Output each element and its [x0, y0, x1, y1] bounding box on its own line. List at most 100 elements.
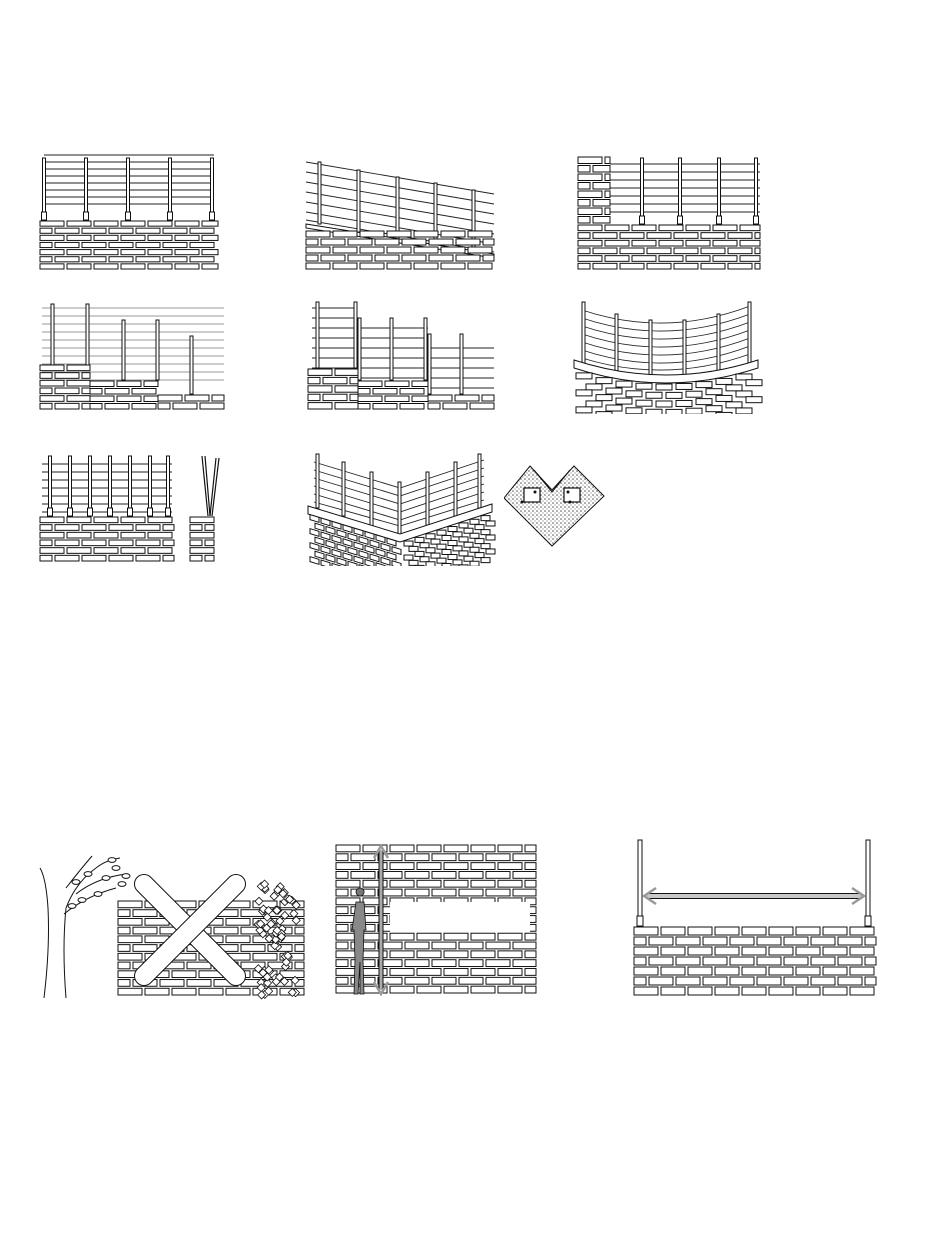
brick — [576, 407, 592, 413]
panel-stepped-wall-tall-posts — [306, 298, 498, 414]
post-base — [84, 212, 89, 220]
brick — [428, 395, 452, 401]
brick — [417, 969, 441, 976]
brick — [459, 537, 468, 542]
brick — [417, 933, 441, 940]
brick — [295, 927, 304, 934]
brick — [351, 854, 375, 861]
brick — [306, 231, 330, 237]
brick — [823, 987, 847, 995]
brick — [769, 967, 793, 975]
brick — [308, 394, 320, 400]
brick — [796, 927, 820, 935]
brick — [498, 969, 522, 976]
brick — [686, 240, 710, 246]
brick — [405, 871, 429, 878]
fence-on-sloped-wall-icon — [302, 150, 497, 272]
brick — [109, 257, 133, 262]
brick — [365, 559, 374, 566]
brick — [417, 951, 441, 958]
brick — [444, 880, 468, 887]
brick — [350, 394, 358, 400]
brick — [696, 382, 712, 388]
brick — [486, 942, 510, 949]
brick — [728, 248, 752, 254]
brick — [226, 918, 250, 925]
brick — [310, 543, 319, 551]
brick — [253, 953, 277, 960]
brick — [354, 556, 363, 564]
brick — [586, 401, 602, 407]
brick — [405, 854, 429, 861]
brick — [148, 235, 172, 240]
brick — [455, 395, 479, 401]
brick — [40, 235, 64, 240]
brick — [441, 263, 465, 269]
brick — [163, 228, 187, 233]
brick — [850, 947, 874, 955]
brick — [605, 240, 629, 246]
brick — [315, 537, 324, 545]
brick — [686, 408, 702, 414]
brick — [730, 977, 754, 985]
brick — [172, 971, 196, 978]
brick — [158, 403, 170, 409]
brick — [838, 977, 862, 985]
brick — [459, 942, 483, 949]
brick — [67, 250, 91, 255]
brick — [333, 263, 357, 269]
brick — [205, 555, 214, 561]
brick — [321, 239, 345, 245]
brick — [337, 544, 346, 552]
brick — [326, 541, 335, 549]
brick — [67, 221, 91, 226]
brick — [205, 540, 214, 546]
brick — [730, 957, 754, 965]
brick — [121, 264, 145, 269]
brick — [459, 889, 483, 896]
brick — [212, 395, 224, 401]
brick — [661, 927, 685, 935]
panel-angled-posts — [38, 450, 228, 566]
brick — [417, 845, 441, 852]
brick — [306, 263, 330, 269]
brick — [136, 525, 160, 531]
posts — [640, 158, 759, 224]
brick — [390, 845, 414, 852]
brick — [67, 365, 90, 371]
brick — [578, 240, 602, 246]
brick — [593, 166, 610, 173]
brick — [354, 542, 363, 550]
post-base — [168, 212, 173, 220]
brick — [823, 967, 847, 975]
brick — [190, 257, 214, 262]
brick — [40, 532, 64, 538]
brick — [82, 525, 106, 531]
brick — [358, 404, 370, 410]
brick — [706, 389, 722, 395]
brick — [358, 389, 370, 395]
brick — [136, 540, 160, 546]
brick — [241, 945, 265, 952]
brick — [117, 381, 141, 387]
brick — [175, 235, 199, 240]
brick — [703, 957, 727, 965]
post — [167, 456, 170, 516]
brick — [415, 565, 424, 566]
brick — [656, 384, 672, 390]
brick — [335, 403, 358, 409]
brick — [823, 947, 847, 955]
brick — [348, 255, 372, 261]
brick — [385, 381, 409, 387]
brick — [336, 960, 348, 967]
brick — [202, 264, 218, 269]
fence-on-stepped-wall-icon — [38, 298, 228, 414]
brick — [486, 521, 495, 526]
brick — [333, 247, 357, 253]
brick — [437, 558, 446, 563]
brick — [486, 549, 495, 554]
post-base — [108, 508, 113, 516]
brick — [686, 256, 710, 262]
brick — [443, 403, 467, 409]
brick — [202, 250, 218, 255]
